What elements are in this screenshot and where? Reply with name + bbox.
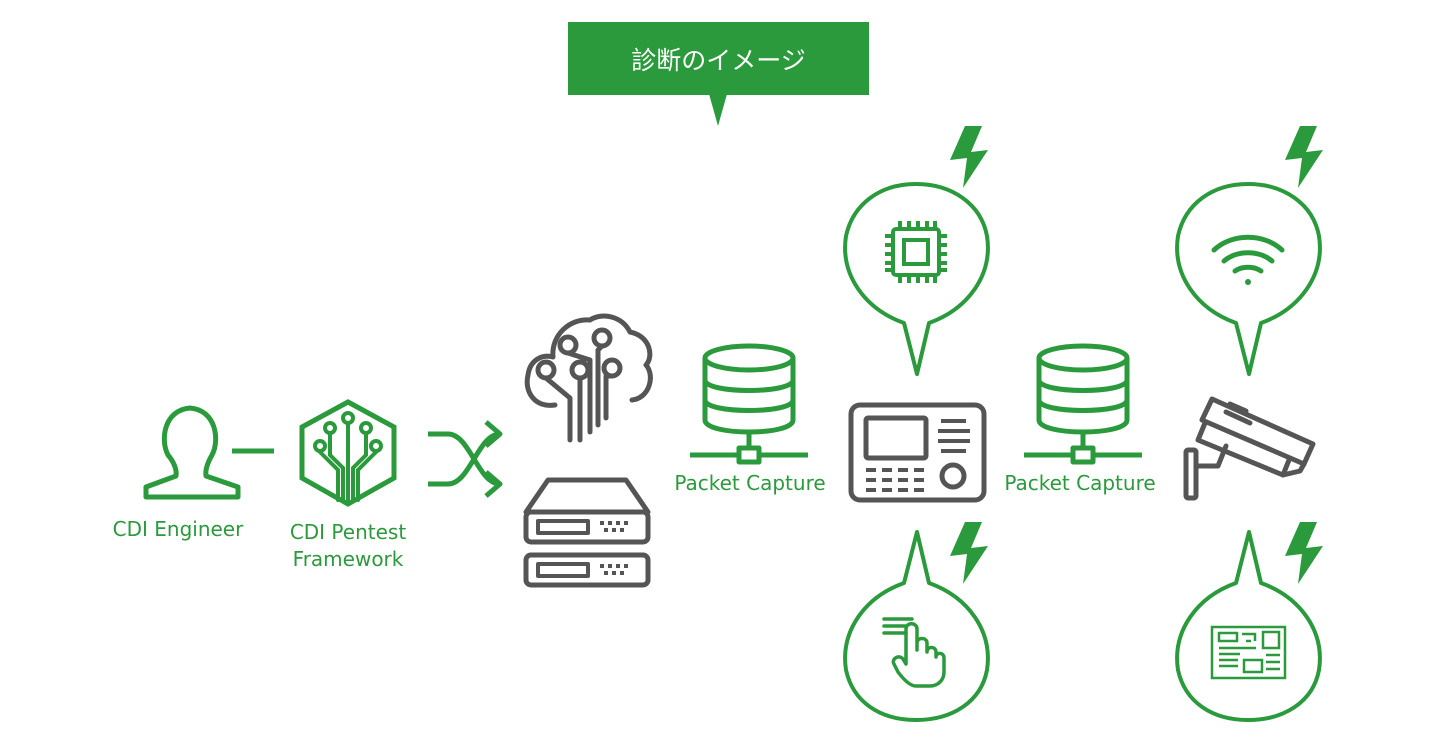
lightning-icon: [1285, 126, 1323, 188]
wifi-speech-bubble: [1175, 182, 1322, 376]
diagram-title-banner: 診断のイメージ: [568, 22, 869, 95]
access-terminal-icon: [848, 402, 987, 503]
circuit-board-icon: [1210, 625, 1287, 680]
board-speech-bubble: [1175, 530, 1322, 722]
framework-label-line1: CDI Pentest: [289, 520, 407, 544]
lightning-icon: [1285, 522, 1323, 584]
database-network-icon: [690, 343, 808, 465]
touch-gesture-icon: [882, 617, 946, 688]
packet-capture-label-1: Packet Capture: [674, 471, 826, 495]
touch-speech-bubble: [843, 530, 990, 722]
circuit-hexagon-icon: [299, 399, 397, 507]
lightning-icon: [950, 522, 988, 584]
banner-pointer: [709, 94, 727, 126]
engineer-label: CDI Engineer: [112, 517, 244, 541]
framework-label-line2: Framework: [292, 547, 404, 571]
database-network-icon: [1024, 343, 1142, 465]
cpu-chip-icon: [885, 221, 947, 283]
cctv-camera-icon: [1183, 396, 1316, 501]
cloud-circuit-icon: [524, 313, 653, 443]
server-rack-icon: [523, 477, 651, 588]
lightning-icon: [950, 126, 988, 188]
packet-capture-label-2: Packet Capture: [1004, 471, 1156, 495]
cpu-speech-bubble: [843, 182, 990, 376]
user-icon: [143, 405, 241, 500]
diagram-title: 診断のイメージ: [631, 45, 806, 75]
shuffle-icon: [428, 420, 503, 498]
wifi-icon: [1211, 234, 1285, 285]
